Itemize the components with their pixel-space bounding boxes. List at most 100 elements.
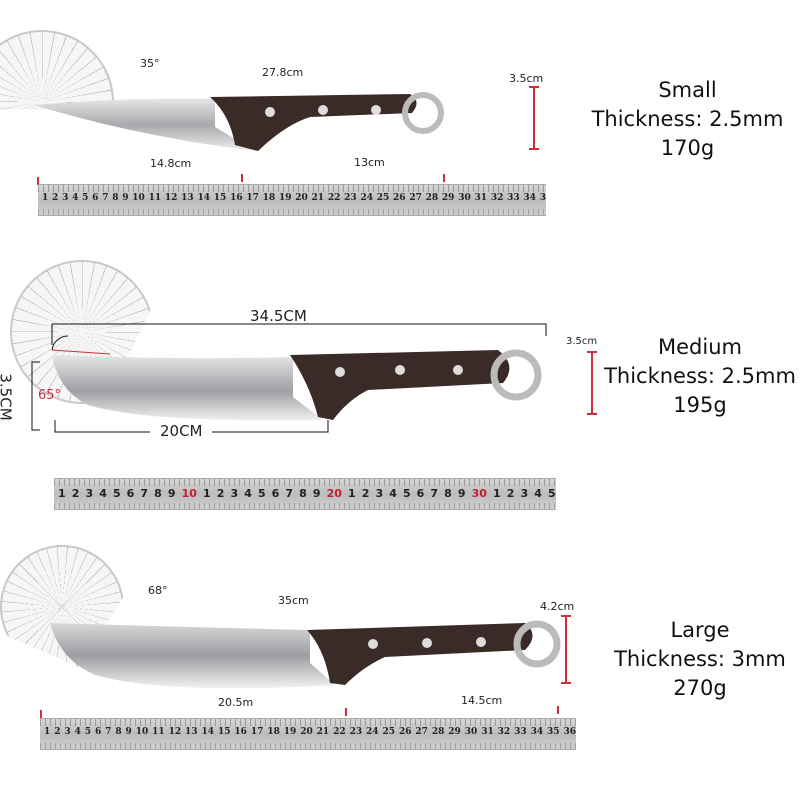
ruler-number: 23: [344, 193, 357, 203]
ruler-number: 30: [471, 487, 487, 500]
ruler-number: 3: [64, 727, 71, 737]
ruler-number: 5: [84, 727, 92, 737]
ruler-number: 8: [154, 487, 162, 500]
ruler-number: 20: [326, 487, 342, 500]
ruler-number: 31: [474, 193, 488, 203]
ruler-number: 32: [490, 193, 504, 203]
ruler-number: 7: [285, 487, 294, 500]
ruler-number: 10: [135, 727, 149, 737]
ruler-number: 2: [52, 193, 59, 203]
ruler-number: 8: [444, 487, 452, 500]
ruler-number: 3: [520, 487, 529, 500]
total-length-label: 27.8cm: [262, 66, 304, 79]
ruler-number: 22: [327, 193, 341, 203]
ruler-number: 34: [530, 727, 544, 737]
thickness-label: Thickness: 2.5mm: [591, 107, 784, 131]
spec-block-medium: Medium Thickness: 2.5mm 195g: [585, 333, 800, 420]
ruler-number: 25: [382, 727, 396, 737]
ruler-number: 5: [112, 487, 121, 500]
ruler-number: 6: [126, 487, 135, 500]
ruler-number: 8: [115, 727, 122, 737]
ruler-number: 1: [58, 487, 66, 500]
ruler-number: 36: [563, 727, 576, 737]
ruler-number: 9: [125, 727, 132, 737]
ruler-number: 29: [441, 193, 455, 203]
weight-label: 270g: [673, 676, 727, 700]
ruler-number: 31: [481, 727, 494, 737]
ruler-number: 5: [257, 487, 266, 500]
ruler-marker: [557, 706, 559, 714]
angle-label: 65°: [38, 388, 62, 403]
ruler-number: 5: [547, 487, 556, 500]
ruler-number: 26: [393, 193, 406, 203]
blade-height-label: 3.5CM: [0, 373, 15, 421]
ruler-number: 2: [71, 487, 80, 500]
ruler-number: 26: [398, 727, 412, 737]
blade-length-label: 20CM: [160, 422, 203, 440]
ruler-number: 20: [295, 193, 308, 203]
ruler-number: 27: [409, 193, 422, 203]
ruler-number: 9: [122, 193, 129, 203]
ruler-number: 8: [112, 193, 119, 203]
ruler-number: 5: [402, 487, 411, 500]
ruler-marker: [345, 708, 347, 716]
height-indicator: [561, 615, 571, 684]
knife-image-large: [50, 620, 561, 689]
ruler-number: 30: [458, 193, 471, 203]
ruler-number: 4: [72, 193, 79, 203]
total-length-label: 35cm: [278, 594, 309, 607]
total-length-label: 34.5CM: [250, 307, 307, 325]
ruler-number: 32: [497, 727, 511, 737]
blade-length-label: 14.8cm: [150, 157, 192, 170]
ruler-number: 35: [547, 727, 560, 737]
ruler-number: 3: [62, 193, 69, 203]
ruler-marker: [241, 174, 243, 182]
ruler-number: 21: [316, 727, 330, 737]
angle-label: 35°: [140, 57, 160, 70]
ruler-number: 16: [230, 193, 243, 203]
weight-label: 170g: [660, 136, 715, 160]
ruler-number: 16: [234, 727, 247, 737]
ruler-number: 6: [416, 487, 425, 500]
ruler-number: 13: [185, 727, 198, 737]
ruler-number: 6: [92, 193, 99, 203]
ruler-number: 34: [523, 193, 536, 203]
ruler-number: 1: [348, 487, 356, 500]
ruler-number: 14: [201, 727, 215, 737]
ruler-number: 33: [507, 193, 520, 203]
ruler-number: 15: [213, 193, 227, 203]
size-label: Medium: [658, 335, 742, 359]
ruler-number: 2: [506, 487, 515, 500]
ruler-number: 4: [389, 487, 397, 500]
ruler-number: 12: [168, 727, 182, 737]
ruler-number: 1: [493, 487, 501, 500]
ruler-number: 17: [246, 193, 259, 203]
ruler-number: 4: [534, 487, 542, 500]
ruler-number: 3: [539, 193, 546, 203]
ruler-number: 8: [299, 487, 307, 500]
ruler-number: 6: [271, 487, 280, 500]
height-indicator: [529, 86, 539, 150]
ruler-number: 1: [44, 727, 51, 737]
ruler-number: 5: [82, 193, 89, 203]
ruler-number: 4: [244, 487, 252, 500]
knife-image-medium: [52, 349, 542, 421]
ruler-number: 11: [152, 727, 165, 737]
ruler-number: 28: [425, 193, 439, 203]
ruler-number: 7: [102, 193, 109, 203]
blade-length-label: 20.5m: [218, 696, 254, 709]
ruler-number: 7: [430, 487, 439, 500]
thickness-label: Thickness: 3mm: [614, 647, 786, 671]
ruler-number: 11: [148, 193, 162, 203]
ruler-number: 13: [181, 193, 194, 203]
ruler-number: 24: [366, 727, 379, 737]
spec-block-small: Small Thickness: 2.5mm 170g: [560, 76, 800, 163]
ruler-marker: [443, 174, 445, 182]
height-label: 3.5cm: [509, 72, 544, 85]
